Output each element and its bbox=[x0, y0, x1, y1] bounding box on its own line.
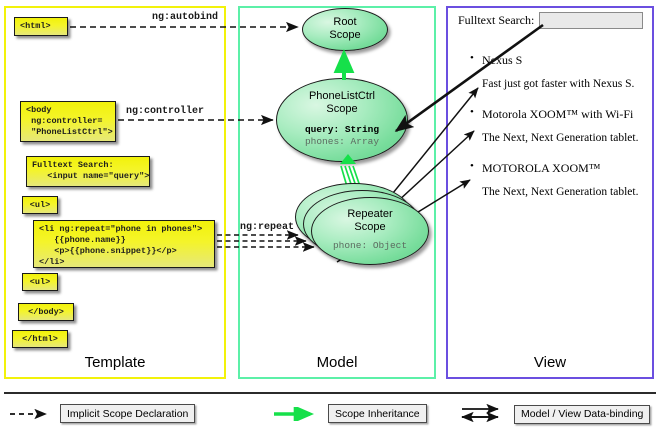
legend-item-scope-inheritance: Scope Inheritance bbox=[272, 404, 427, 423]
template-box-html-open: <html> bbox=[14, 17, 68, 36]
legend-label: Model / View Data-binding bbox=[514, 404, 651, 424]
scope-prop-query: query: String bbox=[304, 123, 380, 135]
template-box-search-input: Fulltext Search: <input name="query"> bbox=[26, 156, 150, 187]
view-phone-name: Nexus S bbox=[470, 50, 648, 69]
template-box-li-repeat: <li ng:repeat="phone in phones"> {{phone… bbox=[33, 220, 215, 268]
template-box-html-close: </html> bbox=[12, 330, 68, 348]
scope-ellipse-phonelistctrl: PhoneListCtrl Scope query: String phones… bbox=[276, 78, 408, 162]
column-label-template: Template bbox=[84, 354, 146, 371]
scope-prop-phones: phones: Array bbox=[304, 136, 380, 148]
list-item: Nexus S Fast just got faster with Nexus … bbox=[470, 50, 648, 92]
list-item: Motorola XOOM™ with Wi-Fi The Next, Next… bbox=[470, 104, 648, 146]
legend-dashed-arrow-icon bbox=[10, 408, 47, 419]
view-phone-snippet: The Next, Next Generation tablet. bbox=[482, 186, 639, 199]
view-phone-snippet: Fast just got faster with Nexus S. bbox=[482, 78, 635, 90]
view-content: Fulltext Search: Nexus S Fast just got f… bbox=[452, 12, 648, 213]
scope-props-repeater: phone: Object bbox=[312, 240, 428, 252]
arrow-label-ng-controller: ng:controller bbox=[126, 106, 205, 117]
template-box-body-close: </body> bbox=[18, 303, 74, 321]
column-label-view: View bbox=[533, 354, 567, 371]
template-box-ul-close: <ul> bbox=[22, 273, 58, 291]
legend-item-model-view-data-binding: Model / View Data-binding bbox=[458, 404, 651, 424]
scope-title-root: Root Scope bbox=[329, 16, 361, 41]
view-search-input[interactable] bbox=[539, 12, 644, 29]
view-search-label: Fulltext Search: bbox=[458, 13, 535, 27]
scope-ellipse-root: Root Scope bbox=[302, 8, 388, 51]
legend-label: Scope Inheritance bbox=[328, 404, 427, 423]
arrow-label-ng-repeat: ng:repeat bbox=[240, 222, 295, 233]
scope-prop-phone: phone: Object bbox=[332, 239, 408, 251]
legend-double-arrow-icon bbox=[461, 404, 499, 423]
column-template: Template bbox=[4, 6, 226, 379]
scope-props-phonelistctrl: query: String phones: Array bbox=[277, 124, 407, 149]
column-label-model: Model bbox=[316, 354, 358, 371]
view-phone-name: MOTOROLA XOOM™ bbox=[470, 158, 648, 177]
view-phone-name: Motorola XOOM™ with Wi-Fi bbox=[470, 104, 648, 123]
scope-title-phonelistctrl: PhoneListCtrl Scope bbox=[308, 90, 376, 115]
arrow-label-ng-autobind: ng:autobind bbox=[152, 12, 219, 23]
legend-green-arrow-icon bbox=[274, 406, 315, 421]
view-phone-list: Nexus S Fast just got faster with Nexus … bbox=[470, 50, 648, 200]
scope-title-repeater: Repeater Scope bbox=[347, 208, 393, 233]
view-phone-snippet: The Next, Next Generation tablet. bbox=[482, 132, 639, 145]
legend-label: Implicit Scope Declaration bbox=[60, 404, 196, 423]
template-box-ul-open: <ul> bbox=[22, 196, 58, 214]
legend-divider bbox=[4, 392, 656, 394]
scope-ellipse-repeater: Repeater Scope phone: Object bbox=[311, 197, 429, 265]
view-search-row: Fulltext Search: bbox=[458, 12, 648, 29]
legend-item-implicit-scope-declaration: Implicit Scope Declaration bbox=[8, 404, 196, 423]
list-item: MOTOROLA XOOM™ The Next, Next Generation… bbox=[470, 158, 648, 200]
template-box-body-open: <body ng:controller= "PhoneListCtrl"> bbox=[20, 101, 116, 142]
